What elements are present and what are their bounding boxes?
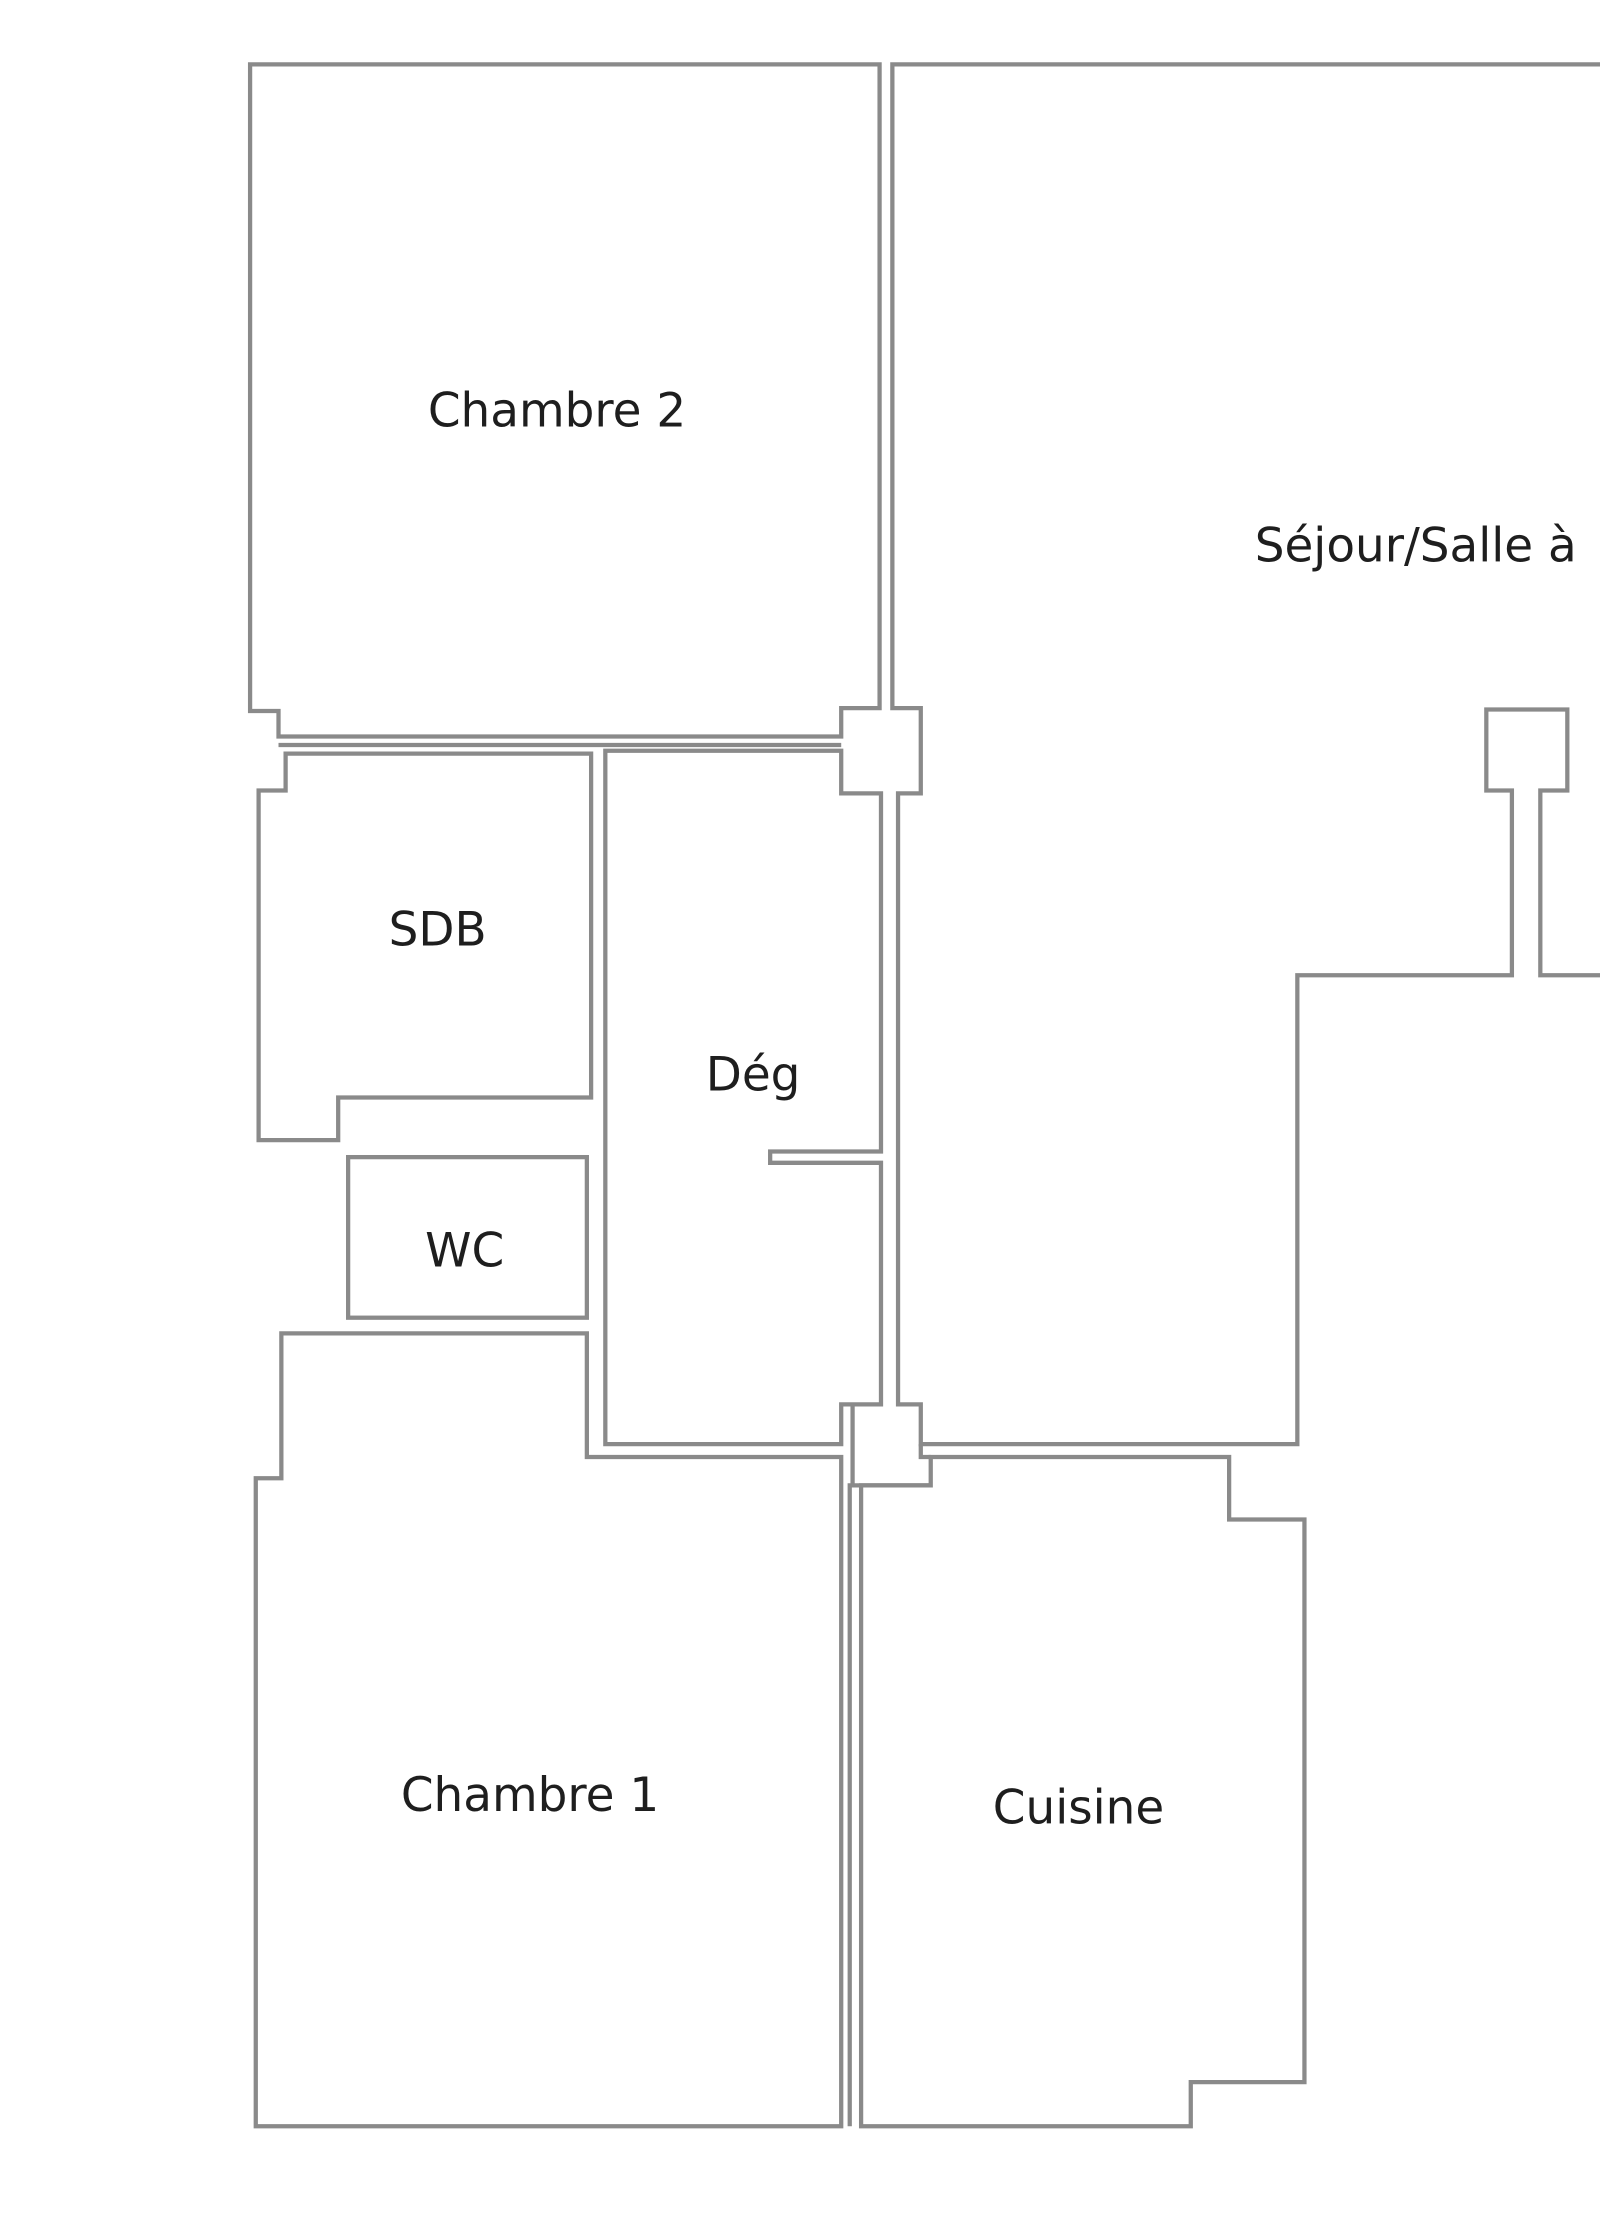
room-labels: Chambre 2 Séjour/Salle à SDB Dég WC Cham… xyxy=(389,384,1577,1836)
room-sejour-walls xyxy=(890,62,1600,1447)
room-deg-walls xyxy=(603,748,884,1447)
room-chambre-1-walls xyxy=(253,1331,844,2129)
walls xyxy=(247,62,1600,2129)
junction-walls xyxy=(847,1404,931,2127)
room-label-chambre-1: Chambre 1 xyxy=(401,1768,659,1823)
room-sdb-walls xyxy=(256,751,594,1143)
room-label-sdb: SDB xyxy=(389,902,487,957)
room-chambre-2-walls xyxy=(247,62,882,739)
room-label-sejour: Séjour/Salle à xyxy=(1255,519,1577,574)
room-label-wc: WC xyxy=(425,1224,504,1279)
room-label-chambre-2: Chambre 2 xyxy=(428,384,686,439)
room-label-deg: Dég xyxy=(706,1047,801,1102)
room-wc-walls xyxy=(346,1154,589,1320)
room-label-cuisine: Cuisine xyxy=(993,1781,1164,1836)
